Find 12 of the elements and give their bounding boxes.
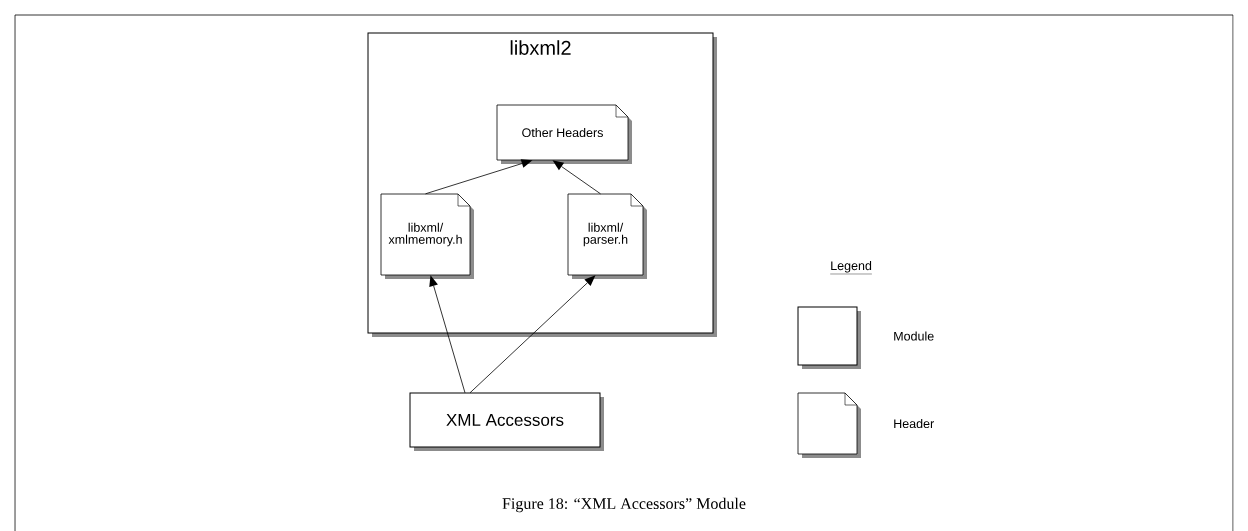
figure-caption: Figure 18: “XML Accessors” Module (502, 497, 746, 513)
header-document: libxml/ parser.h (567, 193, 647, 279)
module-box: XML Accessors (409, 392, 604, 451)
arrow (552, 160, 601, 195)
arrow (469, 275, 596, 394)
legend-title: Legend (830, 260, 873, 275)
header-document: Other Headers (496, 104, 632, 164)
legend-text: Header (894, 418, 934, 429)
arrow (425, 159, 533, 195)
arrow (429, 275, 466, 394)
legend-text: Module (894, 331, 934, 341)
header-document: libxml/ xmlmemory.h (380, 193, 474, 279)
